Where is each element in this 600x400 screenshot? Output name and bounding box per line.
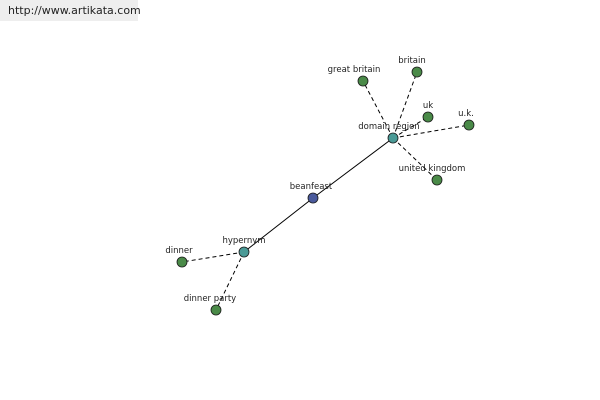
- node-britain[interactable]: britain: [398, 56, 426, 78]
- node-domain-region[interactable]: domain region: [358, 122, 420, 144]
- edge-domain-region-to-united-kingdom: [392, 137, 438, 181]
- node-label: domain region: [358, 122, 419, 132]
- node-label: uk: [423, 101, 433, 111]
- edge-domain-region-to-u-k: [392, 124, 470, 139]
- edge-beanfeast-to-hypernym: [243, 197, 314, 253]
- node-marker[interactable]: [357, 75, 369, 87]
- node-dinner-party[interactable]: dinner party: [184, 294, 236, 316]
- node-label: dinner party: [184, 294, 236, 304]
- node-beanfeast[interactable]: beanfeast: [290, 182, 333, 204]
- node-u-k[interactable]: u.k.: [458, 109, 475, 131]
- node-marker[interactable]: [411, 66, 423, 78]
- edge-hypernym-to-dinner-party: [215, 251, 245, 311]
- node-label: u.k.: [458, 109, 474, 119]
- node-great-britain[interactable]: great britain: [328, 65, 381, 87]
- edges-layer: [181, 71, 470, 311]
- watermark-link[interactable]: http://www.artikata.com: [0, 0, 141, 21]
- node-label: hypernym: [222, 236, 265, 246]
- node-marker[interactable]: [422, 111, 434, 123]
- node-label: united kingdom: [399, 164, 466, 174]
- node-marker[interactable]: [210, 304, 222, 316]
- node-marker[interactable]: [176, 256, 188, 268]
- edge-domain-region-to-great-britain: [362, 80, 394, 139]
- edge-beanfeast-to-domain-region: [312, 137, 394, 199]
- node-marker[interactable]: [238, 246, 250, 258]
- node-marker[interactable]: [387, 132, 399, 144]
- node-marker[interactable]: [307, 192, 319, 204]
- node-hypernym[interactable]: hypernym: [222, 236, 266, 258]
- node-label: great britain: [328, 65, 381, 75]
- nodes-layer: beanfeast domain region hypernym great brit…: [165, 56, 475, 316]
- node-uk[interactable]: uk: [422, 101, 434, 123]
- node-marker[interactable]: [431, 174, 443, 186]
- node-label: britain: [398, 56, 426, 66]
- node-marker[interactable]: [463, 119, 475, 131]
- node-united-kingdom[interactable]: united kingdom: [399, 164, 466, 186]
- edge-domain-region-to-britain: [392, 71, 418, 139]
- node-label: dinner: [165, 246, 193, 256]
- node-dinner[interactable]: dinner: [165, 246, 193, 268]
- node-label: beanfeast: [290, 182, 333, 192]
- edge-hypernym-to-dinner: [181, 251, 245, 263]
